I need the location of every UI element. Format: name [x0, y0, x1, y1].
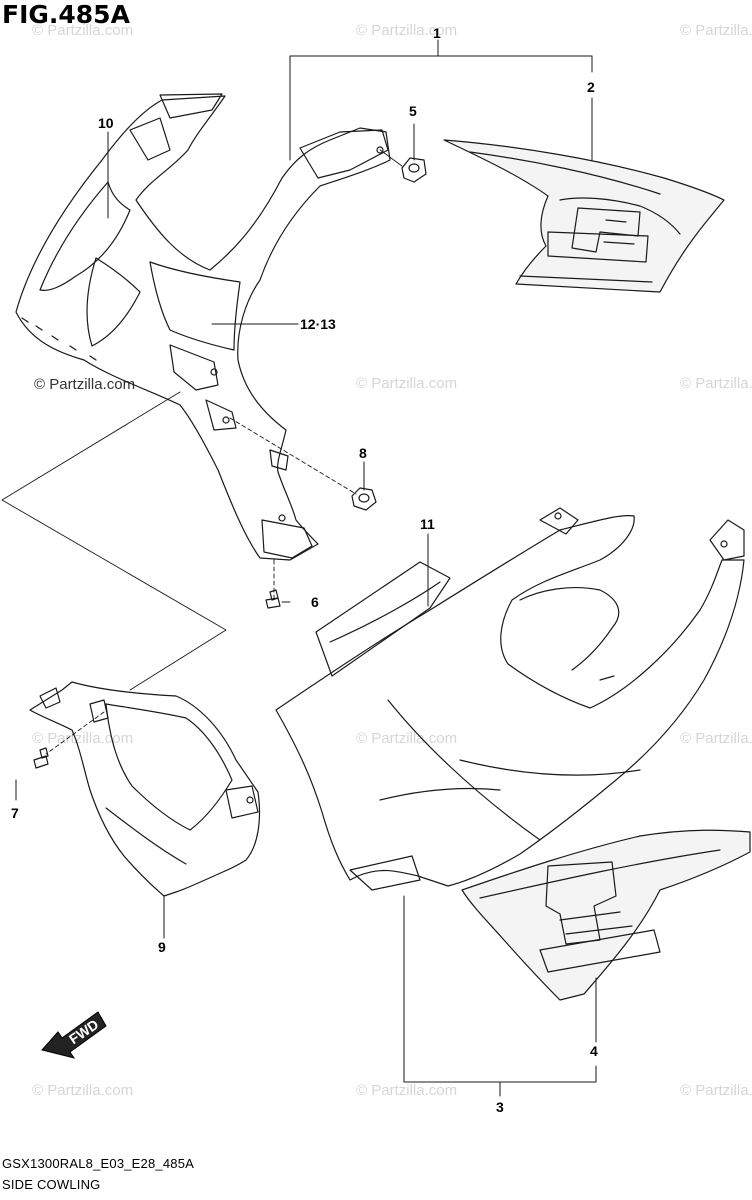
callout-10: 10	[98, 115, 114, 131]
callout-12-13: 12·13	[300, 316, 336, 332]
watermark: © Partzilla.com	[680, 730, 752, 747]
screw-part-6	[265, 589, 281, 609]
assembly-lines	[1, 149, 403, 755]
callout-6: 6	[311, 594, 319, 610]
figure-code: GSX1300RAL8_E03_E28_485A	[2, 1156, 195, 1171]
watermark: © Partzilla.com	[356, 1082, 458, 1099]
leader-lines	[15, 39, 597, 1097]
watermark: © Partzilla.com	[356, 375, 458, 392]
callout-8: 8	[359, 445, 367, 461]
watermark-prominent: © Partzilla.com	[34, 376, 136, 393]
callout-11: 11	[420, 516, 435, 532]
callout-9: 9	[158, 939, 166, 955]
lower-inner-cowling-part	[29, 681, 261, 897]
watermark: © Partzilla.com	[32, 730, 134, 747]
callout-3: 3	[496, 1099, 504, 1115]
grommet-part-5	[401, 157, 427, 183]
callout-1: 1	[433, 25, 441, 41]
callout-5: 5	[409, 103, 417, 119]
upper-decal-part	[443, 139, 725, 293]
inner-cowling-part	[15, 93, 391, 561]
callout-7: 7	[11, 805, 19, 821]
side-cowling-part	[275, 507, 745, 891]
watermark: © Partzilla.com	[356, 730, 458, 747]
screw-part-7	[33, 747, 49, 769]
watermark: © Partzilla.com	[32, 22, 134, 39]
grommet-part-8	[351, 487, 377, 511]
fwd-arrow: FWD	[41, 1011, 107, 1059]
figure-title: FIG.485A	[2, 0, 130, 29]
watermark: © Partzilla.com	[356, 22, 458, 39]
watermark: © Partzilla.com	[680, 375, 752, 392]
watermark: © Partzilla.com	[680, 1082, 752, 1099]
figure-name: SIDE COWLING	[2, 1177, 101, 1192]
lower-decal-part	[461, 829, 751, 1001]
callout-4: 4	[590, 1043, 598, 1059]
callout-2: 2	[587, 79, 595, 95]
watermark: © Partzilla.com	[680, 22, 752, 39]
watermark: © Partzilla.com	[32, 1082, 134, 1099]
